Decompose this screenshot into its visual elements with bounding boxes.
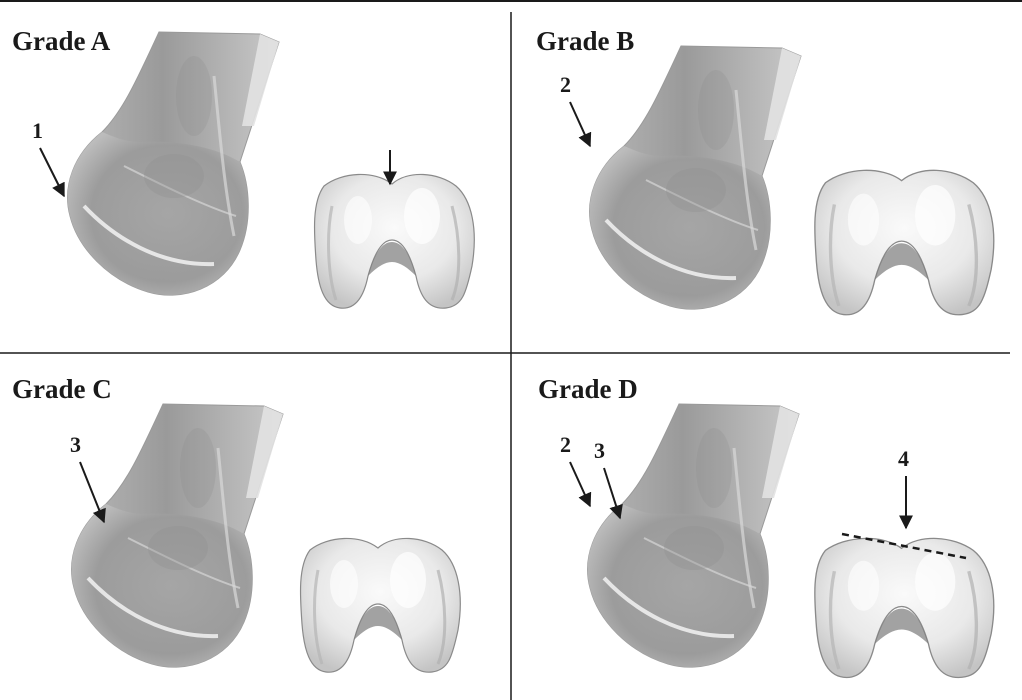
annotation-arrow [80,462,104,522]
panel-grade-a: Grade A 1 [12,26,474,308]
axial-femur-illustration [815,538,994,677]
axial-femur-illustration [815,170,994,314]
annotation-label: 3 [594,438,605,463]
annotation-arrow [604,468,620,518]
lateral-femur-illustration [68,32,279,295]
panel-title: Grade B [536,26,634,56]
annotation-label: 4 [898,446,909,471]
lateral-femur-illustration [72,404,283,667]
lateral-femur-illustration [588,404,799,667]
panel-grade-d: Grade D 2 3 4 [538,374,994,677]
panel-grade-c: Grade C 3 [12,374,460,672]
lateral-femur-illustration [590,46,801,309]
annotation-arrow [40,148,64,196]
annotation-label: 1 [32,118,43,143]
panel-grade-b: Grade B 2 [536,26,994,315]
annotation-arrow [570,102,590,146]
annotation-label: 2 [560,72,571,97]
annotation-label: 3 [70,432,81,457]
axial-femur-illustration [314,174,474,308]
panel-title: Grade A [12,26,111,56]
annotation-arrow [570,462,590,506]
annotation-label: 2 [560,432,571,457]
axial-femur-illustration [300,538,460,672]
panel-title: Grade C [12,374,112,404]
panel-title: Grade D [538,374,638,404]
